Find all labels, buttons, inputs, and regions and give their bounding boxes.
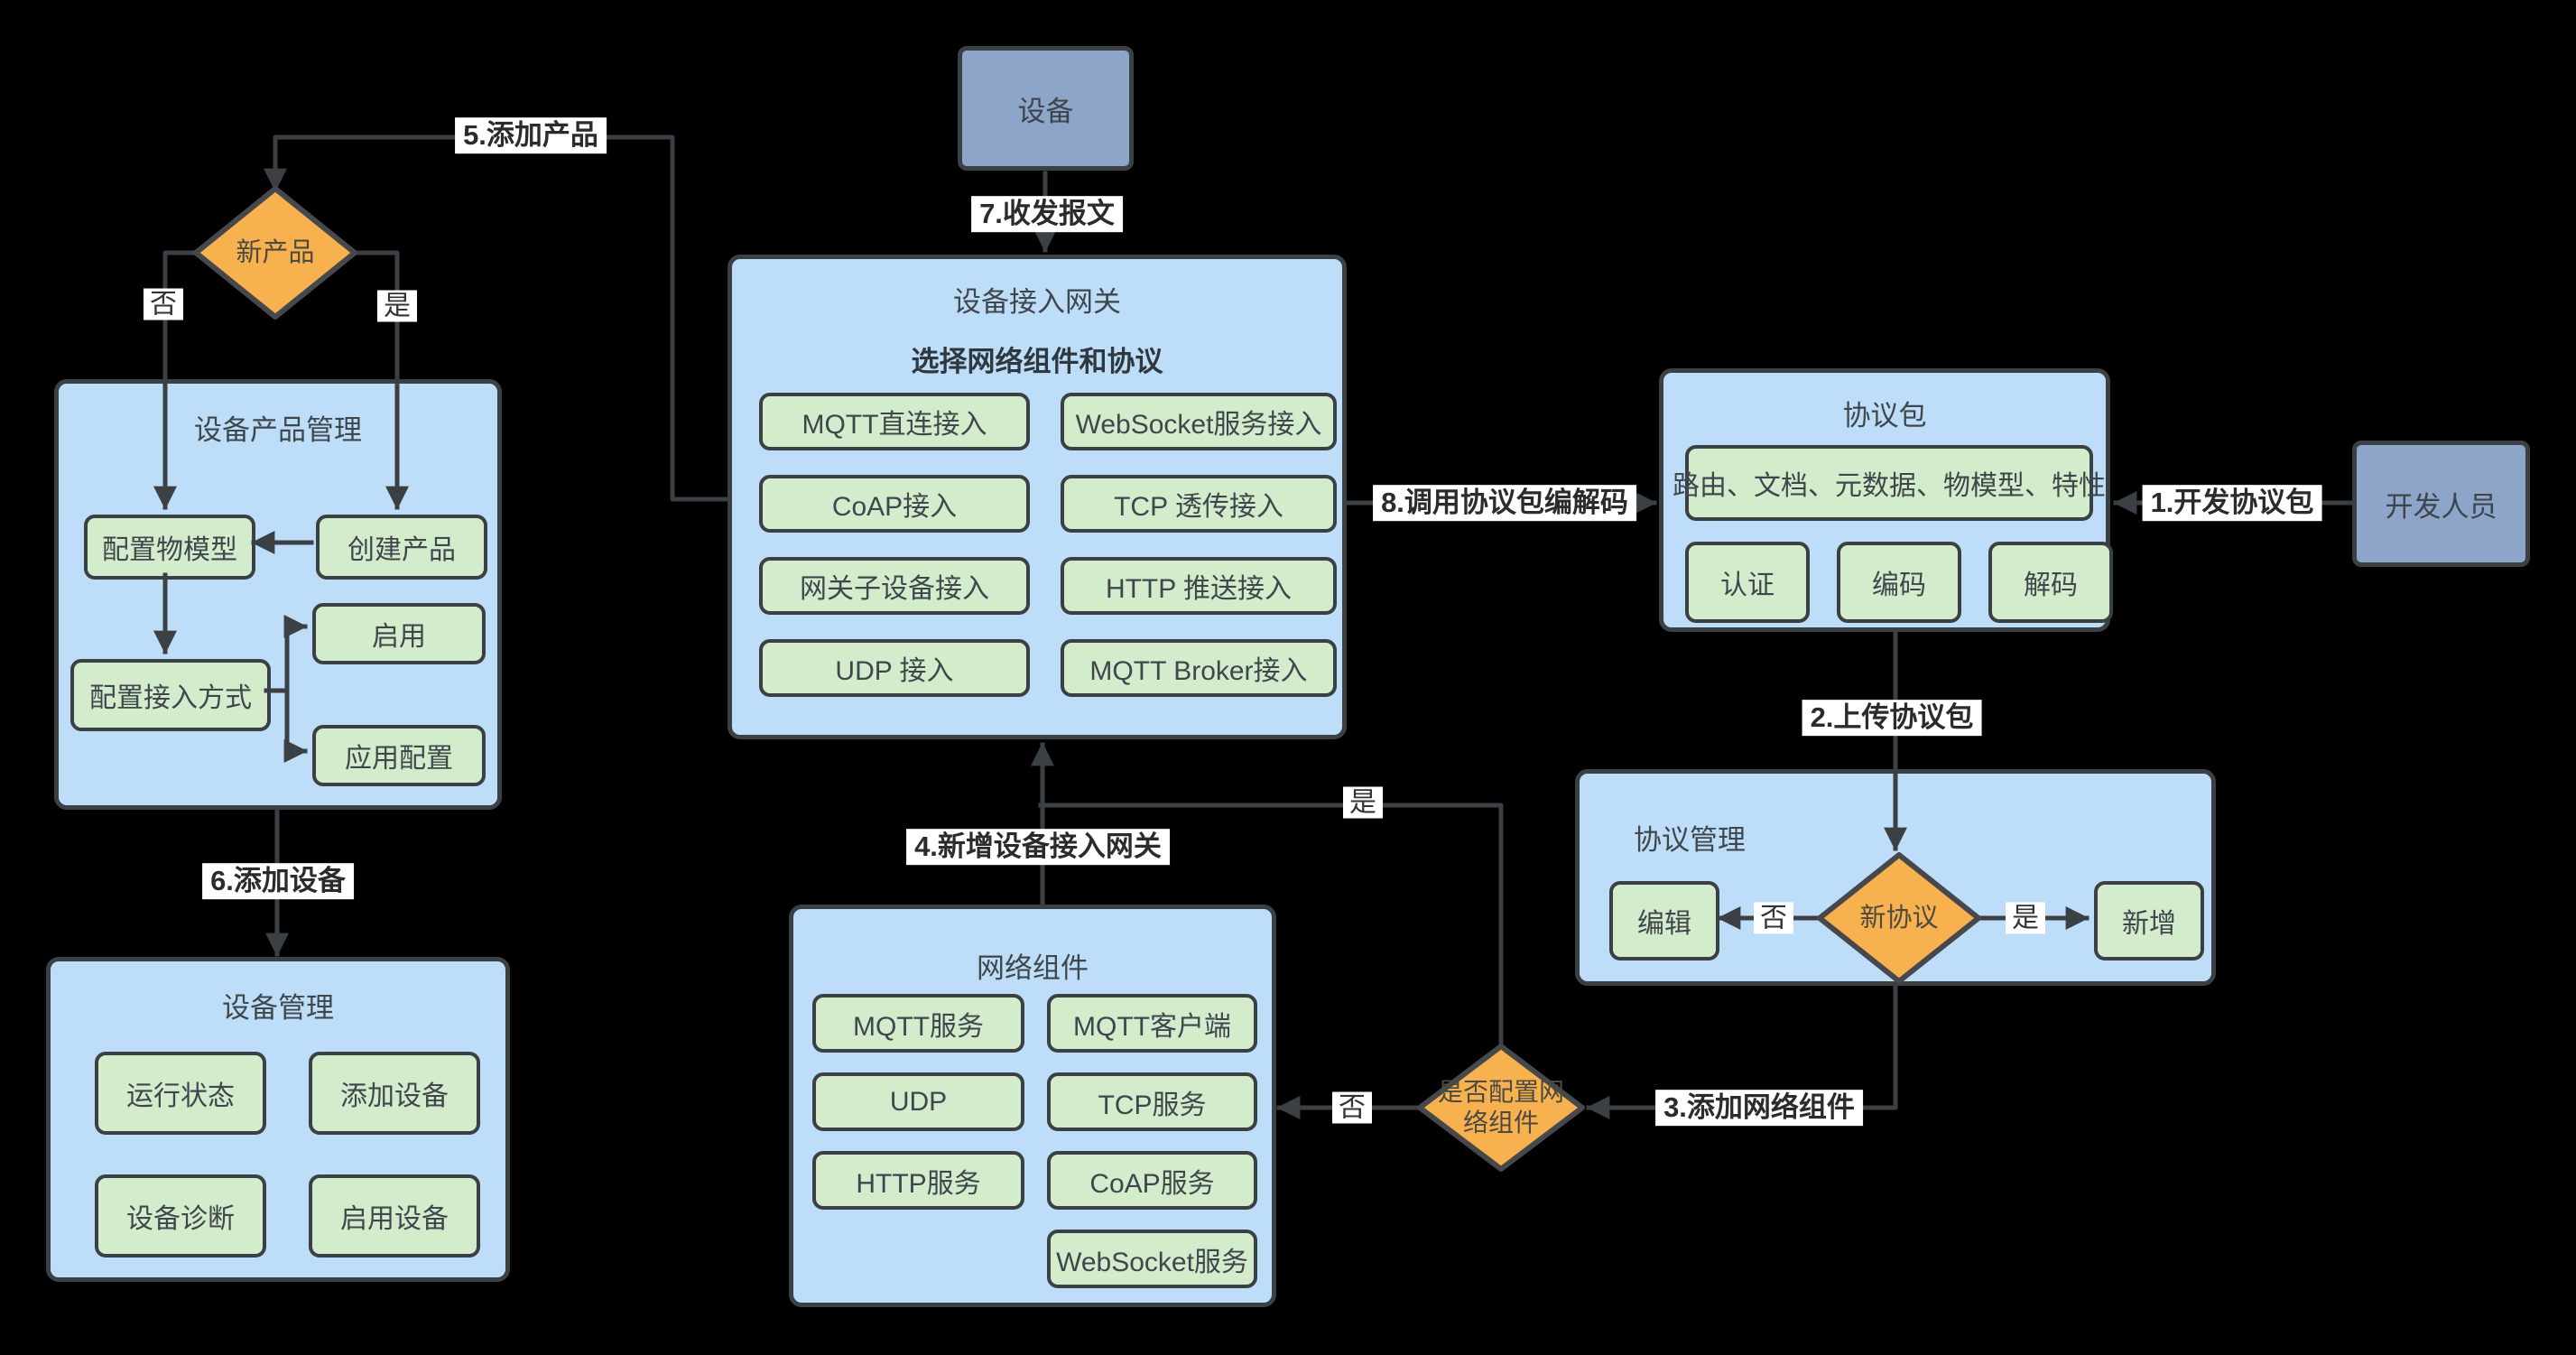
panel-gateway: 设备接入网关 选择网络组件和协议 MQTT直连接入 WebSocket服务接入 …	[727, 255, 1347, 739]
branch-label-new-product-yes: 是	[377, 290, 417, 322]
network-option-http-service: HTTP服务	[812, 1151, 1024, 1210]
step-label-7: 7.收发报文	[971, 196, 1123, 232]
panel-product-management-title: 设备产品管理	[194, 414, 362, 446]
protocol-encode-button: 编码	[1837, 542, 1961, 623]
branch-label-new-product-no: 否	[144, 288, 183, 320]
gateway-option-tcp: TCP 透传接入	[1061, 475, 1337, 533]
gateway-option-websocket: WebSocket服务接入	[1061, 393, 1337, 450]
decision-configure-network: 是否配置网 络组件	[1416, 1043, 1586, 1173]
step-label-4: 4.新增设备接入网关	[906, 829, 1170, 865]
gateway-option-mqtt-broker: MQTT Broker接入	[1061, 639, 1337, 697]
network-option-mqtt-client: MQTT客户端	[1047, 994, 1257, 1053]
node-developer-label: 开发人员	[2385, 490, 2497, 523]
running-status-button: 运行状态	[95, 1052, 266, 1135]
step-label-6: 6.添加设备	[202, 863, 354, 899]
branch-label-new-protocol-no: 否	[1754, 902, 1793, 934]
decision-new-protocol-label: 新协议	[1859, 903, 1939, 933]
panel-product-management: 设备产品管理 配置物模型 创建产品 配置接入方式 启用 应用配置	[54, 379, 502, 810]
protocol-feature-bar: 路由、文档、元数据、物模型、特性	[1673, 445, 2106, 521]
protocol-auth-button: 认证	[1685, 542, 1810, 623]
diamond-shape	[1817, 852, 1981, 984]
panel-protocol-package-title: 协议包	[1842, 400, 1927, 432]
panel-network-components: 网络组件 MQTT服务 MQTT客户端 UDP TCP服务 HTTP服务 CoA…	[789, 905, 1276, 1307]
diamond-shape	[1417, 1044, 1585, 1172]
decision-new-protocol: 新协议	[1816, 851, 1982, 985]
gateway-option-sub-device: 网关子设备接入	[759, 557, 1030, 615]
enable-button: 启用	[312, 603, 486, 664]
network-option-websocket-service: WebSocket服务	[1047, 1230, 1257, 1288]
node-developer: 开发人员	[2352, 441, 2530, 567]
decision-configure-network-label: 是否配置网 络组件	[1437, 1078, 1564, 1137]
step-label-5: 5.添加产品	[455, 117, 607, 153]
branch-label-configure-network-no: 否	[1332, 1091, 1372, 1124]
config-access-button: 配置接入方式	[70, 659, 271, 731]
panel-device-management: 设备管理 运行状态 添加设备 设备诊断 启用设备	[46, 957, 510, 1282]
panel-gateway-title: 设备接入网关	[953, 286, 1121, 318]
step-label-8: 8.调用协议包编解码	[1373, 485, 1636, 521]
branch-label-configure-network-yes: 是	[1343, 786, 1383, 819]
panel-protocol-package: 协议包 路由、文档、元数据、物模型、特性 认证 编码 解码	[1659, 368, 2113, 632]
create-product-button: 创建产品	[316, 515, 487, 580]
panel-network-components-title: 网络组件	[977, 952, 1089, 984]
protocol-add-button: 新增	[2094, 881, 2204, 961]
add-device-button: 添加设备	[309, 1052, 480, 1135]
gateway-option-http: HTTP 推送接入	[1061, 557, 1337, 615]
branch-label-new-protocol-yes: 是	[2006, 902, 2045, 934]
config-model-button: 配置物模型	[84, 515, 255, 580]
network-option-udp: UDP	[812, 1072, 1024, 1131]
decision-new-product: 新产品	[192, 185, 358, 320]
panel-device-management-title: 设备管理	[222, 992, 334, 1024]
step-label-1: 1.开发协议包	[2142, 485, 2322, 521]
network-option-tcp-service: TCP服务	[1047, 1072, 1257, 1131]
enable-device-button: 启用设备	[309, 1174, 480, 1258]
panel-protocol-management-title: 协议管理	[1634, 824, 1746, 856]
decision-new-product-label: 新产品	[236, 237, 315, 267]
network-option-mqtt-service: MQTT服务	[812, 994, 1024, 1053]
step-label-3: 3.添加网络组件	[1655, 1090, 1863, 1126]
apply-config-button: 应用配置	[312, 725, 486, 786]
node-device: 设备	[958, 46, 1134, 171]
protocol-edit-button: 编辑	[1609, 881, 1719, 961]
device-diagnose-button: 设备诊断	[95, 1174, 266, 1258]
gateway-option-coap: CoAP接入	[759, 475, 1030, 533]
gateway-option-mqtt-direct: MQTT直连接入	[759, 393, 1030, 450]
node-device-label: 设备	[1017, 95, 1074, 127]
step-label-2: 2.上传协议包	[1802, 700, 1982, 736]
protocol-decode-button: 解码	[1988, 542, 2113, 623]
network-option-coap-service: CoAP服务	[1047, 1151, 1257, 1210]
panel-gateway-subtitle: 选择网络组件和协议	[911, 346, 1163, 377]
gateway-option-udp: UDP 接入	[759, 639, 1030, 697]
